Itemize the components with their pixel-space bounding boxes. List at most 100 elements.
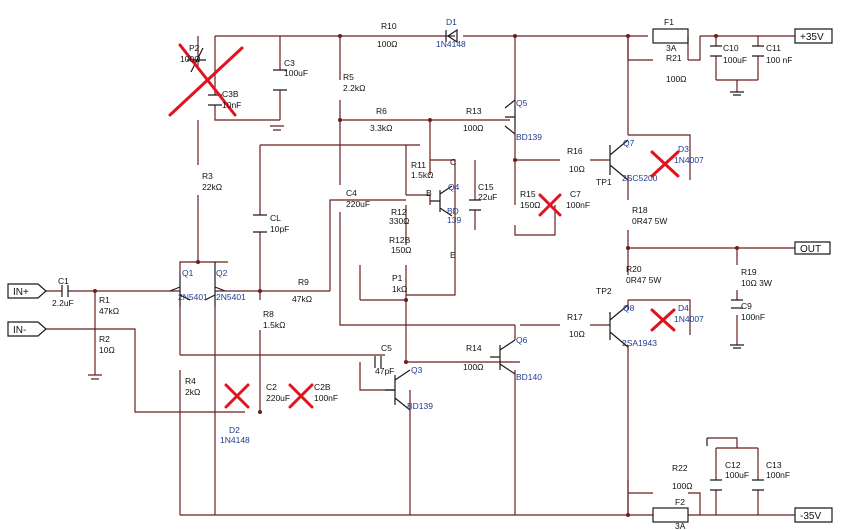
pin-b: B bbox=[426, 188, 432, 198]
value-cl: 10pF bbox=[270, 224, 289, 234]
label-c3: C3 bbox=[284, 58, 295, 68]
label-f1: F1 bbox=[664, 17, 674, 27]
label-d3: D3 bbox=[678, 144, 689, 154]
value-r22: 100Ω bbox=[672, 481, 693, 491]
vminus-port bbox=[794, 507, 833, 523]
value-c5: 47pF bbox=[375, 366, 394, 376]
out-port bbox=[794, 241, 831, 255]
label-q2: Q2 bbox=[216, 268, 228, 278]
label-r20: R20 bbox=[626, 264, 642, 274]
value-f2: 3A bbox=[675, 521, 686, 530]
value-c2: 220uF bbox=[266, 393, 290, 403]
value-c1: 2.2uF bbox=[52, 298, 74, 308]
value-f1: 3A bbox=[666, 43, 677, 53]
value-c10: 100uF bbox=[723, 55, 747, 65]
value-r8: 1.5kΩ bbox=[263, 320, 285, 330]
value-r16: 10Ω bbox=[569, 164, 585, 174]
output-stage bbox=[385, 28, 833, 523]
fuse-f2 bbox=[652, 507, 689, 523]
fuse-f1 bbox=[652, 28, 689, 44]
value-q7: 2SC5200 bbox=[622, 173, 658, 183]
label-r22: R22 bbox=[672, 463, 688, 473]
label-d2: D2 bbox=[229, 425, 240, 435]
label-r16: R16 bbox=[567, 146, 583, 156]
label-r12: R12 bbox=[391, 207, 407, 217]
label-r10: R10 bbox=[381, 21, 397, 31]
label-cl: CL bbox=[270, 213, 281, 223]
label-r14: R14 bbox=[466, 343, 482, 353]
label-c2b: C2B bbox=[314, 382, 331, 392]
label-c11: C11 bbox=[766, 43, 781, 53]
value-q4-b: 139 bbox=[447, 215, 461, 225]
label-q8: Q8 bbox=[623, 303, 635, 313]
label-c5: C5 bbox=[381, 343, 392, 353]
label-c12: C12 bbox=[725, 460, 741, 470]
label-r12b: R12B bbox=[389, 235, 411, 245]
value-c3b: 10nF bbox=[222, 100, 241, 110]
value-c15: 22uF bbox=[478, 192, 497, 202]
value-d3: 1N4007 bbox=[674, 155, 704, 165]
value-r6: 3.3kΩ bbox=[370, 123, 392, 133]
value-c3: 100uF bbox=[284, 68, 308, 78]
label-c7: C7 bbox=[570, 189, 581, 199]
value-q8: 2SA1943 bbox=[622, 338, 657, 348]
value-q4: BD bbox=[447, 206, 459, 216]
value-r14: 100Ω bbox=[463, 362, 484, 372]
label-r13: R13 bbox=[466, 106, 482, 116]
value-q5: BD139 bbox=[516, 132, 542, 142]
label-q5: Q5 bbox=[516, 98, 528, 108]
label-c9: C9 bbox=[741, 301, 752, 311]
value-c7: 100nF bbox=[566, 200, 590, 210]
label-r9: R9 bbox=[298, 277, 309, 287]
value-q6: BD140 bbox=[516, 372, 542, 382]
value-d1: 1N4148 bbox=[436, 39, 466, 49]
label-c1: C1 bbox=[58, 276, 69, 286]
value-c9: 100nF bbox=[741, 312, 765, 322]
value-c11: 100 nF bbox=[766, 55, 792, 65]
label-p1: P1 bbox=[392, 273, 403, 283]
junction-dots bbox=[93, 34, 739, 517]
label-q6: Q6 bbox=[516, 335, 528, 345]
label-q1: Q1 bbox=[182, 268, 194, 278]
label-q7: Q7 bbox=[623, 138, 635, 148]
value-r12: 330Ω bbox=[389, 216, 410, 226]
label-r21: R21 bbox=[666, 53, 682, 63]
value-r4: 2kΩ bbox=[185, 387, 200, 397]
label-q3: Q3 bbox=[411, 365, 423, 375]
out-label: OUT bbox=[800, 244, 821, 255]
value-q3: BD139 bbox=[407, 401, 433, 411]
value-r13: 100Ω bbox=[463, 123, 484, 133]
label-r18: R18 bbox=[632, 205, 648, 215]
label-c3b: C3B bbox=[222, 89, 239, 99]
in-minus-port bbox=[7, 321, 47, 337]
in-minus-label: IN- bbox=[13, 325, 26, 336]
label-f2: F2 bbox=[675, 497, 685, 507]
diode-d1-icon bbox=[445, 28, 458, 44]
vminus-label: -35V bbox=[800, 511, 821, 522]
label-d1: D1 bbox=[446, 17, 457, 27]
label-tp2: TP2 bbox=[596, 286, 612, 296]
label-r11: R11 bbox=[411, 160, 426, 170]
negative-rail bbox=[180, 437, 795, 523]
input-stage bbox=[7, 36, 385, 515]
label-r15: R15 bbox=[520, 189, 536, 199]
value-p2: 100Ω bbox=[180, 54, 201, 64]
label-r8: R8 bbox=[263, 309, 274, 319]
label-r5: R5 bbox=[343, 72, 354, 82]
value-r18: 0R47 5W bbox=[632, 216, 667, 226]
value-r5: 2.2kΩ bbox=[343, 83, 365, 93]
label-d4: D4 bbox=[678, 303, 689, 313]
value-r15: 150Ω bbox=[520, 200, 541, 210]
strike-marks bbox=[168, 43, 680, 409]
label-r1: R1 bbox=[99, 295, 110, 305]
label-r19: R19 bbox=[741, 267, 757, 277]
value-c2b: 100nF bbox=[314, 393, 338, 403]
pin-e: E bbox=[450, 250, 456, 260]
value-c12: 100uF bbox=[725, 470, 749, 480]
value-r19: 10Ω 3W bbox=[741, 278, 772, 288]
value-r9: 47kΩ bbox=[292, 294, 312, 304]
pin-c: C bbox=[450, 157, 456, 167]
value-d2: 1N4148 bbox=[220, 435, 250, 445]
label-tp1: TP1 bbox=[596, 177, 612, 187]
